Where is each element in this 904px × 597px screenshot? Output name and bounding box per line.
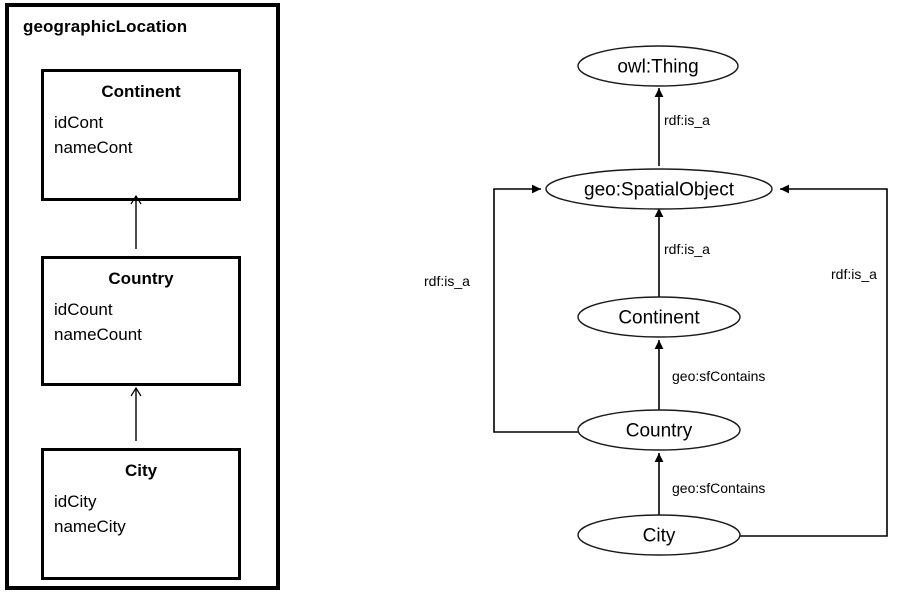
entity-continent-attribute: nameCont xyxy=(54,138,133,157)
entity-country-name: Country xyxy=(108,269,174,288)
edge-label-city-to-spatial: rdf:is_a xyxy=(831,266,877,282)
node-owl-thing-label: owl:Thing xyxy=(617,56,699,78)
entity-continent-attribute: idCont xyxy=(54,113,104,132)
entity-continent-name: Continent xyxy=(101,82,181,101)
package-geographic-location: geographicLocation Continent idCont name… xyxy=(5,3,280,590)
entity-country[interactable]: Country idCount nameCount xyxy=(41,256,241,386)
entity-city-attributes: idCity nameCity xyxy=(44,483,238,549)
node-geo-spatialobject-label: geo:SpatialObject xyxy=(584,179,734,201)
node-city-label: City xyxy=(642,525,676,547)
entity-country-attribute: nameCount xyxy=(54,325,142,344)
entity-country-attribute: idCount xyxy=(54,300,113,319)
edge-label-country-to-spatial: rdf:is_a xyxy=(424,273,470,289)
edge-label-continent-to-spatial: rdf:is_a xyxy=(664,241,710,257)
entity-country-attributes: idCount nameCount xyxy=(44,291,238,357)
entity-city-attribute: nameCity xyxy=(54,517,126,536)
node-country-label: Country xyxy=(625,420,693,442)
entity-city-name: City xyxy=(124,461,158,480)
edge-label-city-to-country: geo:sfContains xyxy=(672,480,766,496)
edge-label-spatial-to-owlthing: rdf:is_a xyxy=(664,112,710,128)
entity-city[interactable]: City idCity nameCity xyxy=(41,448,241,580)
entity-city-attribute: idCity xyxy=(54,492,97,511)
entity-continent[interactable]: Continent idCont nameCont xyxy=(41,69,241,201)
entity-continent-attributes: idCont nameCont xyxy=(44,104,238,170)
edge-country-to-spatial xyxy=(493,184,579,433)
package-title: geographicLocation xyxy=(23,17,188,36)
edge-label-country-to-continent: geo:sfContains xyxy=(672,368,766,384)
node-continent-label: Continent xyxy=(618,307,700,329)
